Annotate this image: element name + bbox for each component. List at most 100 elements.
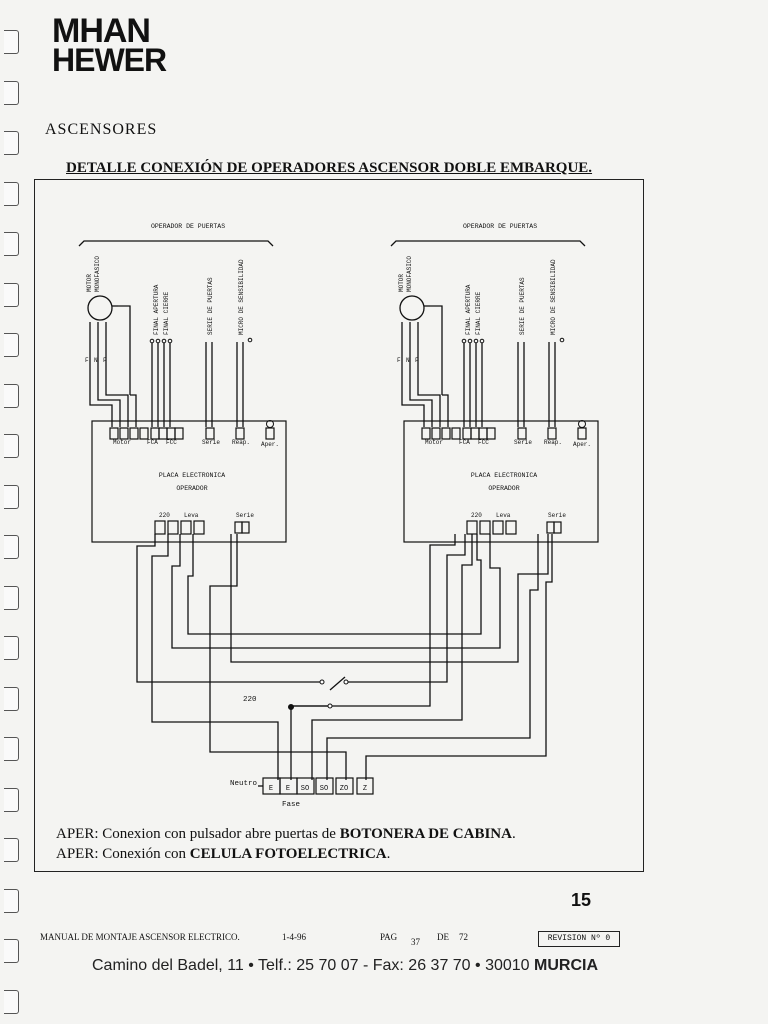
switch-node — [327, 703, 333, 709]
binder-hole — [4, 434, 19, 458]
wire — [442, 394, 449, 427]
revision-box: REVISION Nº 0 — [538, 931, 620, 947]
conn-label-reap-right: Reap. — [544, 439, 562, 446]
diagram-frame — [34, 179, 644, 872]
connector-serie-bottom — [241, 521, 250, 534]
binder-hole — [4, 737, 19, 761]
terminal-label-5: Z — [363, 785, 367, 793]
connector-final — [462, 427, 472, 440]
connector-serie-bottom — [546, 521, 555, 534]
note-aper-cabina: APER: Conexion con pulsador abre puertas… — [56, 826, 516, 843]
binder-hole — [4, 232, 19, 256]
page-title: DETALLE CONEXIÓN DE OPERADORES ASCENSOR … — [66, 160, 593, 176]
connector-motor — [129, 427, 139, 440]
wire — [118, 305, 131, 395]
conn-label-serie-bottom-left: Serie — [236, 512, 254, 519]
binder-hole — [4, 333, 19, 357]
footer-date: 1-4-96 — [282, 932, 306, 942]
connector-final — [486, 427, 496, 440]
terminal-5 — [356, 777, 374, 795]
vertical-label-2-left: FINAL CIERRE — [163, 291, 170, 335]
note-2-prefix: APER: Conexión con — [56, 846, 190, 862]
wire — [346, 534, 466, 683]
connector-aper — [577, 427, 587, 440]
wire — [187, 534, 482, 635]
motor-icon-left — [87, 295, 113, 321]
conn-label-serie-left: Serie — [202, 439, 220, 446]
binder-holes — [0, 0, 24, 1024]
wire — [151, 534, 279, 780]
wire — [97, 322, 121, 427]
binder-hole — [4, 585, 19, 610]
connector-serie — [205, 427, 215, 440]
note-1-bold: BOTONERA DE CABINA — [339, 826, 512, 842]
connector-final — [158, 427, 168, 440]
note-1-suffix: . — [511, 826, 516, 842]
footer-de-value: 72 — [459, 932, 468, 942]
wire-label-0-left: F — [85, 357, 89, 364]
motor-icon-right — [399, 295, 425, 321]
conn-label-aper-right: Aper. — [573, 441, 591, 448]
conn-label-serie-bottom-right: Serie — [548, 512, 566, 519]
label-motor-right: MOTOR — [398, 274, 405, 292]
binder-hole — [4, 888, 19, 913]
connector-bottom — [479, 520, 491, 535]
terminal-3 — [315, 777, 334, 795]
terminal-2 — [296, 777, 315, 795]
connector-final — [174, 427, 184, 440]
placa-electronica-right — [403, 420, 599, 543]
page-number: 15 — [571, 890, 592, 910]
conn-label-fca-right: FCA — [459, 439, 470, 446]
conn-label-fcc-left: FCC — [166, 439, 177, 446]
wire — [105, 322, 129, 427]
wire — [311, 534, 473, 780]
wire — [365, 534, 553, 780]
vertical-label-4-left: MICRO DE SENSIBILIDAD — [238, 259, 245, 335]
connector-bottom — [180, 520, 192, 535]
logo-line-2: HEWER — [52, 42, 167, 78]
wire-label-0-right: F — [397, 357, 401, 364]
terminal-label-3: SO — [320, 785, 328, 793]
conn-label-220-right: 220 — [471, 512, 482, 519]
terminal-label-2: SO — [301, 785, 309, 793]
switch-contact — [161, 338, 167, 344]
wire — [89, 322, 113, 427]
address-text: Camino del Badel, 11 • Telf.: 25 70 07 -… — [92, 957, 530, 974]
wire — [209, 534, 347, 780]
label-neutro: Neutro — [230, 780, 258, 788]
terminal-label-1: E — [286, 785, 290, 793]
binder-hole — [4, 80, 19, 105]
binder-hole — [4, 686, 19, 711]
address-city: MURCIA — [534, 957, 599, 974]
vertical-label-3-left: SERIE DE PUERTAS — [207, 277, 214, 335]
wire — [130, 394, 137, 427]
binder-hole — [4, 131, 19, 155]
logo-line-1: MHAN — [52, 12, 151, 50]
wire — [409, 322, 433, 427]
wire — [290, 534, 456, 780]
switch-node — [343, 679, 349, 685]
connector-final — [150, 427, 160, 440]
connector-aper — [265, 427, 275, 440]
switch-contact — [167, 338, 173, 344]
label-220: 220 — [243, 696, 257, 704]
connector-serie-bottom — [234, 521, 243, 534]
conn-label-aper-left: Aper. — [261, 441, 279, 448]
wire — [230, 534, 549, 663]
connector-bottom — [193, 520, 205, 535]
connector-reap — [547, 427, 557, 440]
note-2-suffix: . — [386, 846, 391, 862]
placa-electronica-left — [91, 420, 287, 543]
connector-motor — [421, 427, 431, 440]
binder-hole — [4, 535, 19, 559]
footer-manual: MANUAL DE MONTAJE ASCENSOR ELECTRICO. — [40, 932, 240, 942]
connector-bottom — [505, 520, 517, 535]
conn-label-motor-right: Motor — [425, 439, 443, 446]
connector-bottom — [466, 520, 478, 535]
connector-bottom — [167, 520, 179, 535]
vertical-label-4-right: MICRO DE SENSIBILIDAD — [550, 259, 557, 335]
switch-contact — [149, 338, 155, 344]
wire-label-2-right: F — [415, 357, 419, 364]
conn-label-motor-left: Motor — [113, 439, 131, 446]
